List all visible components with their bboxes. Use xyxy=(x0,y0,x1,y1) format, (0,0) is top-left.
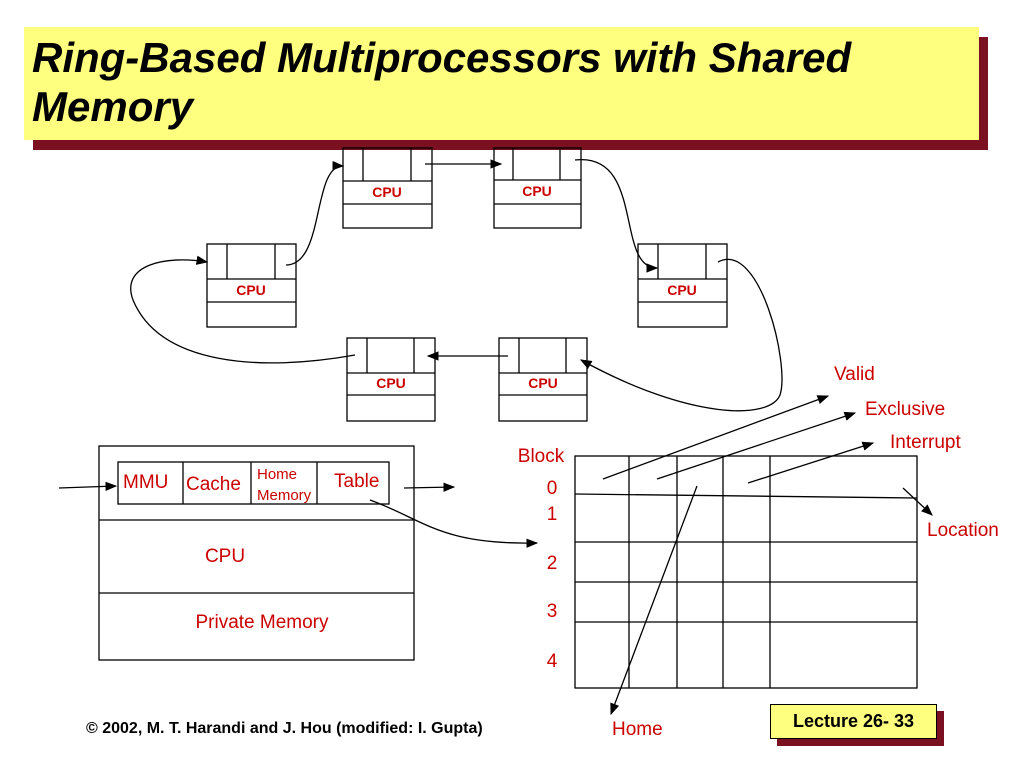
ring-link-3-1 xyxy=(285,161,345,266)
interrupt-label: Interrupt xyxy=(890,432,961,453)
interrupt-arrow xyxy=(747,441,875,484)
table-to-directory-arrow xyxy=(369,499,539,548)
node-cpu-label: CPU xyxy=(205,546,245,567)
ring-node-5-label: CPU xyxy=(376,375,406,391)
slide-title-line2: Memory xyxy=(32,83,194,130)
home-label: Home xyxy=(612,719,663,740)
location-arrow xyxy=(902,487,933,516)
title-box: Ring-Based Multiprocessors with Shared M… xyxy=(24,27,979,140)
home-memory-label-line1: Home xyxy=(257,466,297,483)
location-label: Location xyxy=(927,520,999,541)
block-number-2: 2 xyxy=(547,553,558,574)
block-number-4: 4 xyxy=(547,651,558,672)
ring-node-1: CPU xyxy=(342,147,433,229)
ring-node-2: CPU xyxy=(493,147,582,229)
block-number-0: 0 xyxy=(547,478,558,499)
mmu-label: MMU xyxy=(123,472,168,493)
directory-table xyxy=(574,455,918,689)
slide-title-line1: Ring-Based Multiprocessors with Shared xyxy=(32,34,852,81)
ring-node-6-label: CPU xyxy=(528,375,558,391)
home-memory-label-line2: Memory xyxy=(257,487,312,504)
ring-node-1-label: CPU xyxy=(372,184,402,200)
cache-label: Cache xyxy=(186,474,241,495)
ring-node-6: CPU xyxy=(498,337,588,422)
copyright-footer: © 2002, M. T. Harandi and J. Hou (modifi… xyxy=(86,720,483,737)
exclusive-arrow xyxy=(656,411,857,480)
ring-node-2-label: CPU xyxy=(522,183,552,199)
controller-output-arrow xyxy=(403,482,456,492)
ring-link-5-3 xyxy=(130,255,356,364)
ring-node-3: CPU xyxy=(206,243,297,328)
block-header: Block xyxy=(518,446,565,467)
private-memory-label: Private Memory xyxy=(195,612,329,633)
node-detail: MMU Cache Home Memory Table CPU Private … xyxy=(98,445,415,661)
home-arrow xyxy=(610,485,698,716)
ring-node-4: CPU xyxy=(637,243,728,328)
memory-controller-box xyxy=(117,461,390,505)
ring-link-4-6 xyxy=(579,258,783,412)
controller-input-arrow xyxy=(58,481,118,492)
block-number-1: 1 xyxy=(547,504,558,525)
ring-node-3-label: CPU xyxy=(236,282,266,298)
block-number-3: 3 xyxy=(547,601,558,622)
lecture-number: Lecture 26- 33 xyxy=(770,704,937,739)
ring-link-2-4 xyxy=(574,159,659,273)
valid-arrow xyxy=(602,395,830,480)
ring-node-4-label: CPU xyxy=(667,282,697,298)
valid-label: Valid xyxy=(834,364,875,385)
ring-node-5: CPU xyxy=(346,337,436,422)
exclusive-label: Exclusive xyxy=(865,399,945,420)
table-label: Table xyxy=(334,471,379,492)
